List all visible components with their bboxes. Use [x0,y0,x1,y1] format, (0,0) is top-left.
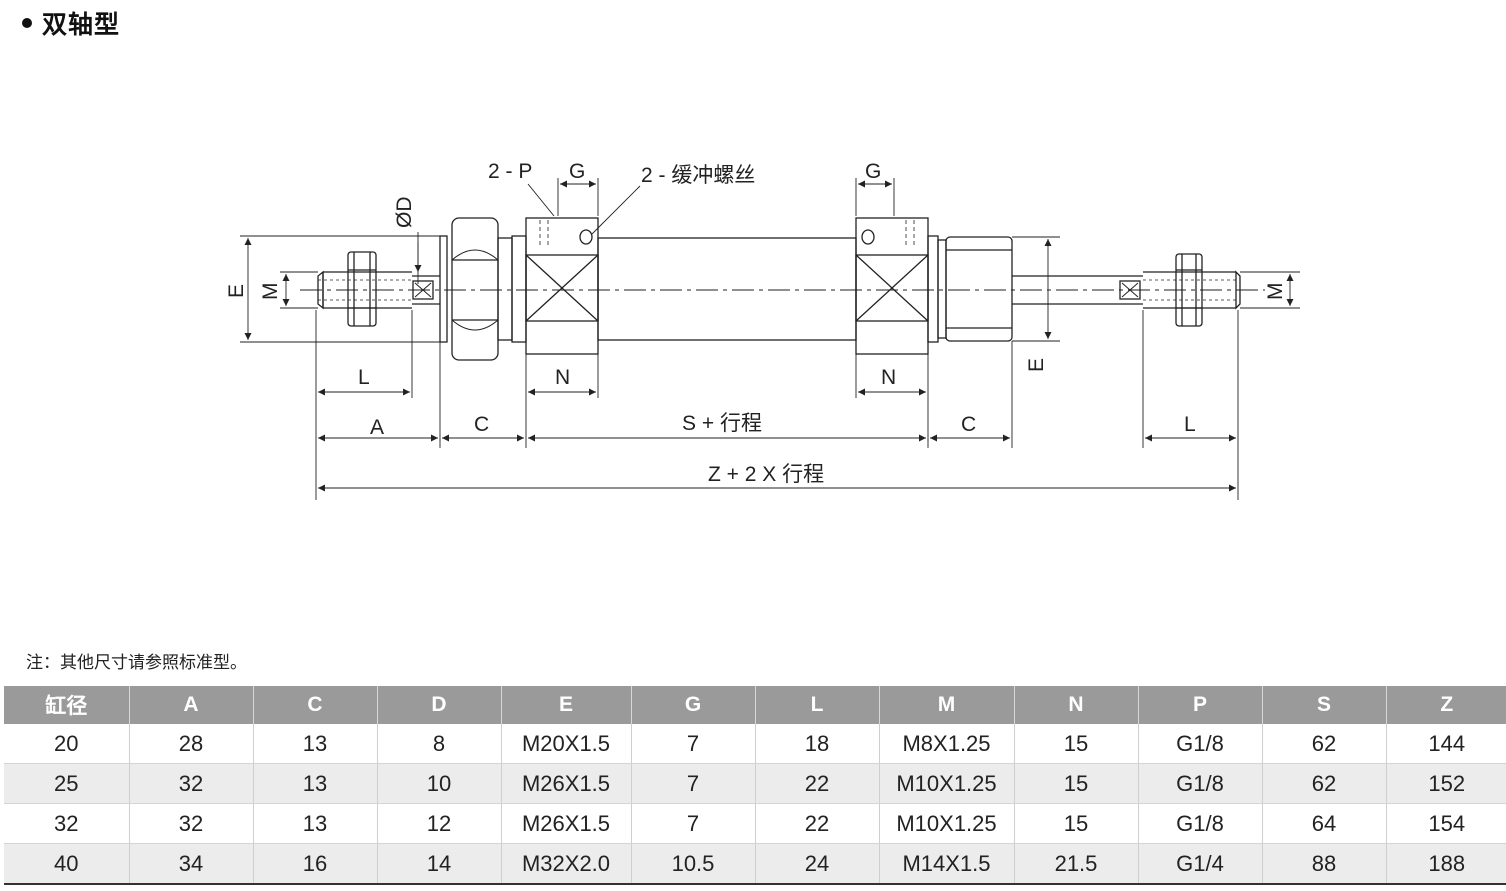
note-text: 注：其他尺寸请参照标准型。 [26,653,247,673]
table-cell: M14X1.5 [879,843,1015,885]
table-cell: 24 [755,843,880,885]
table-cell: 32 [129,763,254,804]
table-cell: 13 [253,763,378,804]
cylinder-barrel [597,237,857,341]
label-c-right: C [961,413,976,436]
label-n-left: N [555,366,570,389]
table-row: 20 28 13 8 M20X1.5 7 18 M8X1.25 15 G1/8 … [4,724,1506,764]
table-cell: 62 [1262,724,1387,764]
table-cell: M32X2.0 [501,843,632,885]
table-cell: M20X1.5 [501,724,632,764]
col-header: G [631,686,756,724]
table-header-row: 缸径 A C D E G L M N P S Z [4,686,1506,724]
col-header: E [501,686,632,724]
left-rod [317,270,440,310]
table-cell: 40 [4,843,130,885]
table-cell: 8 [377,724,502,764]
table-row: 40 34 16 14 M32X2.0 10.5 24 M14X1.5 21.5… [4,843,1506,885]
left-rod-nut [347,251,377,327]
table-cell: 14 [377,843,502,885]
table-cell: G1/8 [1138,803,1263,844]
section-title-text: 双轴型 [42,10,121,39]
label-e-left: E [225,284,248,298]
label-cushion-screw: 2 - 缓冲螺丝 [641,164,755,187]
col-header: L [755,686,880,724]
col-header: 缸径 [4,686,130,724]
label-e-right: E [1025,358,1048,372]
bullet-icon [22,18,32,28]
table-cell: 10.5 [631,843,756,885]
col-header: M [879,686,1015,724]
label-l-right: L [1184,413,1196,436]
left-flange [439,235,448,343]
mounting-nut [451,217,527,361]
table-cell: M10X1.25 [879,763,1015,804]
table-cell: 28 [129,724,254,764]
spec-table: 缸径 A C D E G L M N P S Z 20 28 13 8 M20X… [4,686,1506,885]
table-cell: M26X1.5 [501,803,632,844]
label-g-left: G [569,160,585,183]
label-n-right: N [881,366,896,389]
label-g-right: G [865,160,881,183]
right-threaded-collar [945,236,1013,342]
col-header: S [1262,686,1387,724]
col-header: A [129,686,254,724]
label-m-left: M [259,283,282,301]
col-header: C [253,686,378,724]
label-c-left: C [474,413,489,436]
table-cell: M10X1.25 [879,803,1015,844]
left-end-cap [525,217,599,355]
col-header: P [1138,686,1263,724]
table-cell: M8X1.25 [879,724,1015,764]
table-cell: 18 [755,724,880,764]
table-cell: G1/8 [1138,724,1263,764]
label-s-stroke: S + 行程 [682,412,762,435]
label-m-right: M [1264,283,1287,301]
col-header: N [1014,686,1139,724]
table-cell: G1/4 [1138,843,1263,885]
label-phi-d: ØD [393,197,416,229]
col-header: Z [1386,686,1506,724]
table-cell: M26X1.5 [501,763,632,804]
table-cell: 20 [4,724,130,764]
table-cell: G1/8 [1138,763,1263,804]
table-cell: 7 [631,803,756,844]
table-cell: 62 [1262,763,1387,804]
table-cell: 154 [1386,803,1506,844]
table-cell: 32 [4,803,130,844]
right-rod [1012,270,1241,310]
table-cell: 15 [1014,803,1139,844]
table-cell: 15 [1014,763,1139,804]
table-cell: 188 [1386,843,1506,885]
label-l-left: L [358,366,370,389]
table-row: 25 32 13 10 M26X1.5 7 22 M10X1.25 15 G1/… [4,763,1506,804]
table-cell: 88 [1262,843,1387,885]
table-cell: 22 [755,803,880,844]
right-end-cap [855,217,929,355]
table-cell: 7 [631,724,756,764]
table-cell: 22 [755,763,880,804]
table-cell: 21.5 [1014,843,1139,885]
right-rod-nut [1175,253,1203,327]
col-header: D [377,686,502,724]
table-cell: 10 [377,763,502,804]
section-title: 双轴型 [22,6,120,40]
table-cell: 12 [377,803,502,844]
table-cell: 32 [129,803,254,844]
table-cell: 64 [1262,803,1387,844]
table-cell: 13 [253,724,378,764]
table-row: 32 32 13 12 M26X1.5 7 22 M10X1.25 15 G1/… [4,803,1506,844]
label-a: A [370,416,384,439]
table-cell: 152 [1386,763,1506,804]
table-cell: 13 [253,803,378,844]
table-cell: 16 [253,843,378,885]
label-z-stroke: Z + 2 X 行程 [708,463,824,486]
table-cell: 144 [1386,724,1506,764]
table-cell: 15 [1014,724,1139,764]
table-cell: 34 [129,843,254,885]
table-cell: 7 [631,763,756,804]
table-cell: 25 [4,763,130,804]
cylinder-drawing: 2 - P G 2 - 缓冲螺丝 G ØD E M E M L N N A C … [225,160,1300,500]
label-2-p: 2 - P [488,160,532,183]
